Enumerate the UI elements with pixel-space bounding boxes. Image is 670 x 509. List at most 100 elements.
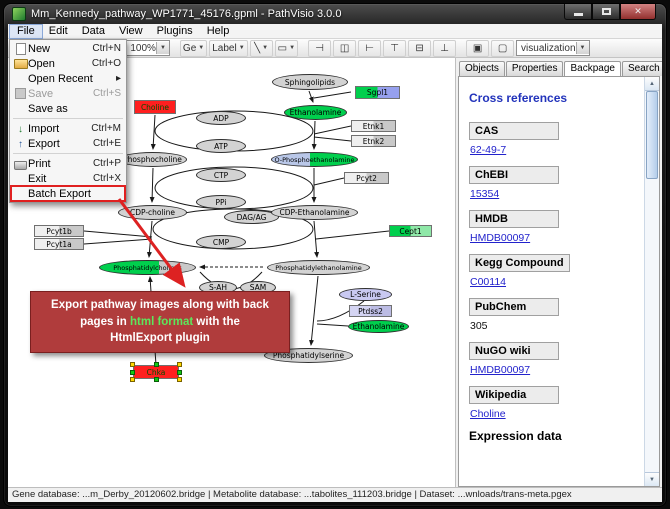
maximize-button[interactable] bbox=[592, 4, 620, 20]
save-disk-icon bbox=[15, 88, 26, 99]
selection-handle[interactable] bbox=[154, 362, 159, 367]
stack-horizontal-button[interactable]: ▢ bbox=[491, 39, 515, 57]
file-menu-item-open-recent[interactable]: Open Recent▸ bbox=[11, 71, 125, 86]
menu-help[interactable]: Help bbox=[206, 24, 230, 37]
pathway-node-phosphatidylcholines[interactable]: Phosphatidylcholines bbox=[99, 260, 196, 275]
window-controls: ✕ bbox=[564, 4, 656, 20]
pathway-node-sgpl1[interactable]: Sgpl1 bbox=[355, 86, 400, 99]
pathway-node-cdp-choline[interactable]: CDP-choline bbox=[118, 205, 187, 220]
selection-handle[interactable] bbox=[130, 362, 135, 367]
pathway-node-cmp[interactable]: CMP bbox=[196, 235, 246, 249]
tab-search[interactable]: Search bbox=[621, 61, 662, 76]
stack-vertical-button[interactable]: ▣ bbox=[466, 39, 490, 57]
menu-data[interactable]: Data bbox=[81, 24, 105, 37]
pathway-node-etnk1[interactable]: Etnk1 bbox=[351, 120, 396, 132]
reference-link[interactable]: 62-49-7 bbox=[470, 144, 507, 156]
menu-item-shortcut: Ctrl+N bbox=[92, 43, 121, 54]
chevron-down-icon[interactable]: ▼ bbox=[155, 42, 169, 54]
minimize-button[interactable] bbox=[564, 4, 592, 20]
scrollbar-thumb[interactable] bbox=[646, 91, 658, 179]
align-buttons-group: ⊣◫⊢⊤⊟⊥ bbox=[308, 39, 457, 57]
reference-source: PubChem bbox=[469, 298, 559, 316]
pathway-node-pcyt2[interactable]: Pcyt2 bbox=[344, 172, 389, 184]
pathway-node-choline-expression[interactable]: Choline bbox=[134, 100, 176, 114]
align-left-button[interactable]: ⊣ bbox=[308, 39, 332, 57]
pathway-node-pcyt1b[interactable]: Pcyt1b bbox=[34, 225, 84, 237]
line-tool[interactable]: ╲▼ bbox=[249, 39, 273, 57]
close-button[interactable]: ✕ bbox=[620, 4, 656, 20]
align-right-button[interactable]: ⊢ bbox=[358, 39, 382, 57]
chevron-down-icon[interactable]: ▼ bbox=[238, 45, 245, 51]
pathway-node-ptdss2[interactable]: Ptdss2 bbox=[349, 305, 392, 317]
reference-link[interactable]: HMDB00097 bbox=[470, 364, 531, 376]
pathway-node-ctp[interactable]: CTP bbox=[196, 168, 246, 182]
tab-properties[interactable]: Properties bbox=[505, 61, 564, 76]
selection-handle[interactable] bbox=[177, 370, 182, 375]
pathway-node-etnk2[interactable]: Etnk2 bbox=[351, 135, 396, 147]
menu-edit[interactable]: Edit bbox=[48, 24, 68, 37]
label-tool[interactable]: Label▼ bbox=[209, 39, 248, 57]
reference-link[interactable]: 15354 bbox=[470, 188, 500, 200]
title-bar[interactable]: Mm_Kennedy_pathway_WP1771_45176.gpml - P… bbox=[4, 4, 666, 24]
pathway-node-sphingolipids[interactable]: Sphingolipids bbox=[272, 74, 348, 90]
pathway-node-ppi[interactable]: PPi bbox=[196, 195, 246, 209]
pathway-node-atp[interactable]: ATP bbox=[196, 139, 246, 153]
pathway-node-l-serine[interactable]: L-Serine bbox=[339, 288, 392, 301]
pathway-node-dag[interactable]: DAG/AG bbox=[224, 210, 279, 224]
file-menu-item-batch-export[interactable]: Batch Export bbox=[10, 185, 126, 202]
pathway-edges bbox=[83, 90, 390, 366]
pathway-node-ethanolamine-2[interactable]: Ethanolamine bbox=[348, 320, 409, 333]
pathway-node-cept1[interactable]: Cept1 bbox=[389, 225, 432, 237]
align-top-button[interactable]: ⊤ bbox=[383, 39, 407, 57]
menubar: File Edit Data View Plugins Help bbox=[8, 24, 662, 39]
scroll-up-icon[interactable]: ▲ bbox=[645, 77, 659, 91]
pathway-node-pcyt1a[interactable]: Pcyt1a bbox=[34, 238, 84, 250]
pathway-node-o-phosphoethanolamine[interactable]: O-Phosphoethanolamine bbox=[271, 152, 358, 167]
reference-link[interactable]: C00114 bbox=[470, 276, 507, 288]
file-menu-item-save-as[interactable]: Save as bbox=[11, 101, 125, 116]
scroll-down-icon[interactable]: ▼ bbox=[645, 472, 659, 486]
pathway-node-adp[interactable]: ADP bbox=[196, 111, 246, 125]
align-middle-button[interactable]: ⊟ bbox=[408, 39, 432, 57]
gene-product-tool[interactable]: Ge▼ bbox=[179, 39, 208, 57]
zoom-combobox[interactable]: 100% ▼ bbox=[125, 40, 170, 56]
pathway-node-ethanolamine[interactable]: Ethanolamine bbox=[284, 105, 347, 120]
chevron-down-icon[interactable]: ▼ bbox=[198, 45, 205, 51]
pathway-node-cdp-ethanolamine[interactable]: CDP-Ethanolamine bbox=[271, 205, 358, 220]
menu-view[interactable]: View bbox=[118, 24, 143, 37]
selection-handle[interactable] bbox=[177, 362, 182, 367]
chevron-down-icon[interactable]: ▼ bbox=[575, 42, 589, 54]
app-window: Mm_Kennedy_pathway_WP1771_45176.gpml - P… bbox=[3, 3, 667, 507]
tab-backpage[interactable]: Backpage bbox=[564, 61, 621, 76]
pathway-node-phosphatidylethanolamine[interactable]: Phosphatidylethanolamine bbox=[267, 260, 370, 275]
selection-handle[interactable] bbox=[130, 370, 135, 375]
reference-link[interactable]: HMDB00097 bbox=[470, 232, 531, 244]
tool-buttons-group: Ge▼Label▼╲▼▭▼ bbox=[179, 39, 299, 57]
tab-objects[interactable]: Objects bbox=[459, 61, 505, 76]
menu-item-shortcut: Ctrl+P bbox=[92, 158, 121, 169]
align-bottom-button[interactable]: ⊥ bbox=[433, 39, 457, 57]
menu-plugins[interactable]: Plugins bbox=[156, 24, 193, 37]
selection-handle[interactable] bbox=[130, 377, 135, 382]
pathway-node-phosphocholine[interactable]: Phosphocholine bbox=[118, 152, 187, 167]
menu-file[interactable]: File bbox=[9, 24, 43, 39]
reference-link[interactable]: Choline bbox=[470, 408, 506, 420]
visualization-combobox[interactable]: visualization ▼ bbox=[516, 40, 590, 56]
chevron-down-icon[interactable]: ▼ bbox=[289, 45, 296, 51]
cross-references-heading: Cross references bbox=[469, 91, 568, 105]
chevron-down-icon[interactable]: ▼ bbox=[262, 45, 269, 51]
selection-handle[interactable] bbox=[154, 377, 159, 382]
shape-tool[interactable]: ▭▼ bbox=[274, 39, 299, 57]
selection-handle[interactable] bbox=[177, 377, 182, 382]
sidebar-scrollbar[interactable]: ▲ ▼ bbox=[644, 77, 659, 486]
print-icon bbox=[14, 160, 27, 170]
align-center-button[interactable]: ◫ bbox=[333, 39, 357, 57]
